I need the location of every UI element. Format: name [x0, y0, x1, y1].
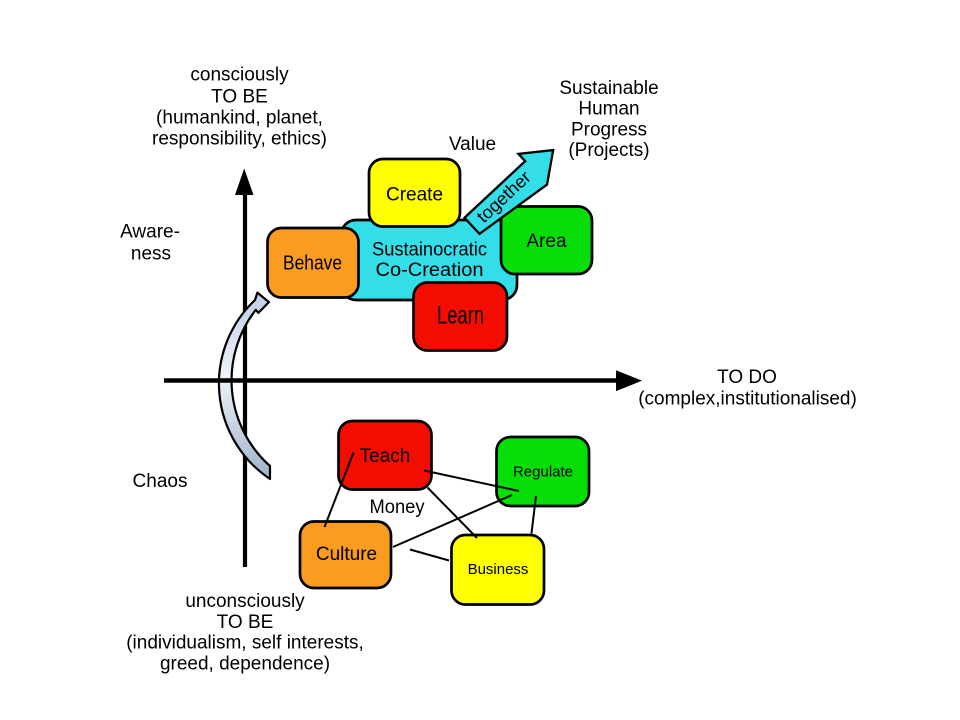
svg-text:TO DO: TO DO — [717, 367, 777, 388]
svg-text:Teach: Teach — [360, 446, 411, 467]
svg-text:Learn: Learn — [437, 301, 484, 329]
svg-text:(individualism, self interests: (individualism, self interests, — [126, 633, 364, 654]
svg-text:TO BE: TO BE — [217, 612, 274, 633]
svg-text:Sustainable: Sustainable — [559, 78, 658, 99]
svg-text:ness: ness — [131, 244, 171, 265]
svg-text:Regulate: Regulate — [513, 464, 573, 481]
svg-text:Value: Value — [449, 134, 496, 155]
svg-text:Money: Money — [370, 497, 425, 518]
svg-text:Behave: Behave — [283, 252, 342, 275]
svg-text:Sustainocratic: Sustainocratic — [372, 239, 487, 260]
svg-text:Co-Creation: Co-Creation — [376, 260, 484, 281]
svg-text:TO BE: TO BE — [211, 86, 268, 107]
svg-text:Aware-: Aware- — [120, 222, 180, 243]
svg-text:(Projects): (Projects) — [568, 140, 649, 161]
svg-text:Chaos: Chaos — [133, 471, 188, 492]
svg-text:greed, dependence): greed, dependence) — [160, 653, 330, 674]
svg-text:Human: Human — [578, 99, 639, 120]
svg-text:Create: Create — [386, 184, 443, 205]
svg-text:unconsciously: unconsciously — [185, 591, 305, 612]
svg-text:(complex,institutionalised): (complex,institutionalised) — [638, 388, 857, 409]
svg-text:Area: Area — [526, 231, 567, 252]
svg-text:Business: Business — [468, 561, 529, 578]
svg-text:Culture: Culture — [316, 544, 377, 565]
svg-text:Progress: Progress — [571, 119, 647, 140]
svg-text:responsibility, ethics): responsibility, ethics) — [152, 129, 327, 150]
svg-text:consciously: consciously — [190, 65, 289, 86]
svg-text:(humankind, planet,: (humankind, planet, — [156, 108, 323, 129]
